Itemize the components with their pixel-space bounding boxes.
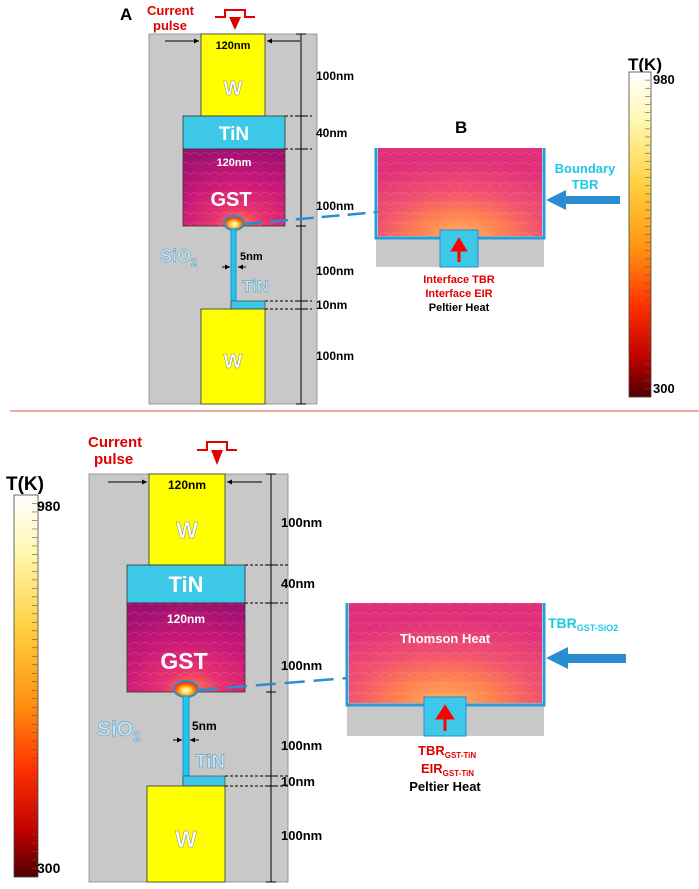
dim-tin-top-c: 40nm bbox=[281, 576, 315, 591]
boundary-label: Boundary bbox=[555, 161, 616, 176]
width-label: 120nm bbox=[216, 40, 251, 52]
width-label-c: 120nm bbox=[168, 478, 206, 492]
scale-bottom-ticks bbox=[32, 494, 37, 878]
w-bottom-electrode-c bbox=[146, 785, 226, 883]
pulse-icon bbox=[215, 9, 255, 30]
panel-b-letter: B bbox=[455, 118, 467, 137]
dim-w-top: 100nm bbox=[316, 69, 354, 83]
temperature-scale-top: T(K) 980 300 bbox=[628, 55, 675, 398]
zoom-b-up-arrow bbox=[450, 237, 468, 262]
panel-a: A Current pulse 120nm W TiN 120nm GST Si… bbox=[120, 3, 354, 405]
dim-w-bottom-c: 100nm bbox=[281, 828, 322, 843]
tbr-gst-tin-label: TBRGST-TiN bbox=[418, 743, 476, 760]
panel-d: Thomson Heat TBRGST-SiO2 TBRGST-TiN EIRG… bbox=[345, 603, 626, 794]
eir-gst-tin-label: EIRGST-TiN bbox=[421, 761, 474, 778]
gst-width-label-c: 120nm bbox=[167, 612, 205, 626]
sio2-label: SiO2 bbox=[160, 246, 197, 269]
panel-c: Current pulse 120nm W TiN 120nm GST SiO2… bbox=[88, 434, 322, 883]
scale-bottom-bar bbox=[13, 494, 39, 878]
dim-heater-c: 100nm bbox=[281, 738, 322, 753]
tbr-side-arrow bbox=[546, 647, 626, 669]
peltier-heat-label-d: Peltier Heat bbox=[409, 779, 481, 794]
current-pulse-label-1: Current bbox=[147, 3, 195, 18]
tin-heater bbox=[230, 228, 237, 310]
tin-top-label-c: TiN bbox=[168, 572, 203, 597]
current-pulse-label-c-1: Current bbox=[88, 434, 142, 451]
gst-contours-c bbox=[127, 603, 245, 692]
dim-w-bottom: 100nm bbox=[316, 349, 354, 363]
dimension-scale-c bbox=[225, 473, 290, 883]
thomson-heat-label: Thomson Heat bbox=[400, 631, 491, 646]
tin-heater-c bbox=[182, 695, 190, 785]
boundary-tbr-label: TBR bbox=[572, 177, 599, 192]
peltier-heat-label: Peltier Heat bbox=[429, 302, 490, 314]
tin-bottom-pad bbox=[230, 300, 266, 310]
w-bottom-electrode bbox=[200, 308, 266, 405]
dim-pad: 10nm bbox=[316, 298, 347, 312]
interface-tbr-label: Interface TBR bbox=[423, 274, 495, 286]
tin-top-layer bbox=[182, 115, 286, 150]
scale-bottom-max: 980 bbox=[37, 498, 61, 514]
dim-gst-c: 100nm bbox=[281, 658, 322, 673]
zoom-b-contours bbox=[378, 148, 542, 236]
hotspot-circle-c bbox=[173, 680, 199, 698]
dim-gst: 100nm bbox=[316, 199, 354, 213]
zoom-d-contours bbox=[349, 603, 542, 703]
tin-top-label: TiN bbox=[219, 124, 249, 145]
boundary-arrow bbox=[546, 190, 620, 210]
heater-width-label: 5nm bbox=[240, 251, 263, 263]
current-pulse-label-2: pulse bbox=[153, 18, 187, 33]
dim-heater: 100nm bbox=[316, 264, 354, 278]
w-bottom-label: W bbox=[224, 351, 243, 373]
heater-width-label-c: 5nm bbox=[192, 719, 217, 733]
scale-top-min: 300 bbox=[653, 381, 675, 396]
zoom-connector-top bbox=[243, 210, 379, 226]
panel-a-letter: A bbox=[120, 5, 132, 24]
w-top-label: W bbox=[224, 78, 243, 100]
dim-tin-top: 40nm bbox=[316, 126, 347, 140]
scale-bottom-title: T(K) bbox=[6, 474, 44, 495]
gst-contours bbox=[183, 149, 285, 226]
dim-pad-c: 10nm bbox=[281, 774, 315, 789]
tbr-side-label: TBRGST-SiO2 bbox=[548, 615, 618, 633]
w-top-label-c: W bbox=[176, 517, 198, 543]
sio2-label-c: SiO2 bbox=[97, 718, 140, 744]
w-bottom-label-c: W bbox=[175, 826, 197, 852]
scale-top-max: 980 bbox=[653, 72, 675, 87]
pulse-icon-c bbox=[197, 441, 237, 465]
scale-top-ticks bbox=[645, 71, 650, 398]
scale-bottom-min: 300 bbox=[37, 860, 61, 876]
zoom-d-up-arrow bbox=[435, 704, 455, 731]
gst-label: GST bbox=[210, 189, 251, 211]
interface-eir-label: Interface EIR bbox=[425, 288, 492, 300]
tin-heater-label-c: TiN bbox=[195, 752, 225, 773]
current-pulse-label-c-2: pulse bbox=[94, 451, 133, 468]
tin-top-layer-c bbox=[126, 564, 246, 604]
w-top-electrode-c bbox=[148, 473, 226, 566]
hotspot-circle bbox=[223, 215, 245, 231]
gst-width-label: 120nm bbox=[217, 157, 252, 169]
gst-label-c: GST bbox=[160, 648, 207, 674]
panel-b: B Boundary TBR Interface TBR Interface E… bbox=[374, 118, 620, 314]
w-top-electrode bbox=[200, 33, 266, 117]
temperature-scale-bottom: T(K) 980 300 bbox=[6, 474, 61, 878]
dim-w-top-c: 100nm bbox=[281, 515, 322, 530]
zoom-connector-bottom bbox=[197, 676, 349, 692]
tin-bottom-pad-c bbox=[182, 775, 226, 787]
tin-heater-label: TiN bbox=[242, 277, 269, 296]
scale-top-title: T(K) bbox=[628, 55, 662, 74]
